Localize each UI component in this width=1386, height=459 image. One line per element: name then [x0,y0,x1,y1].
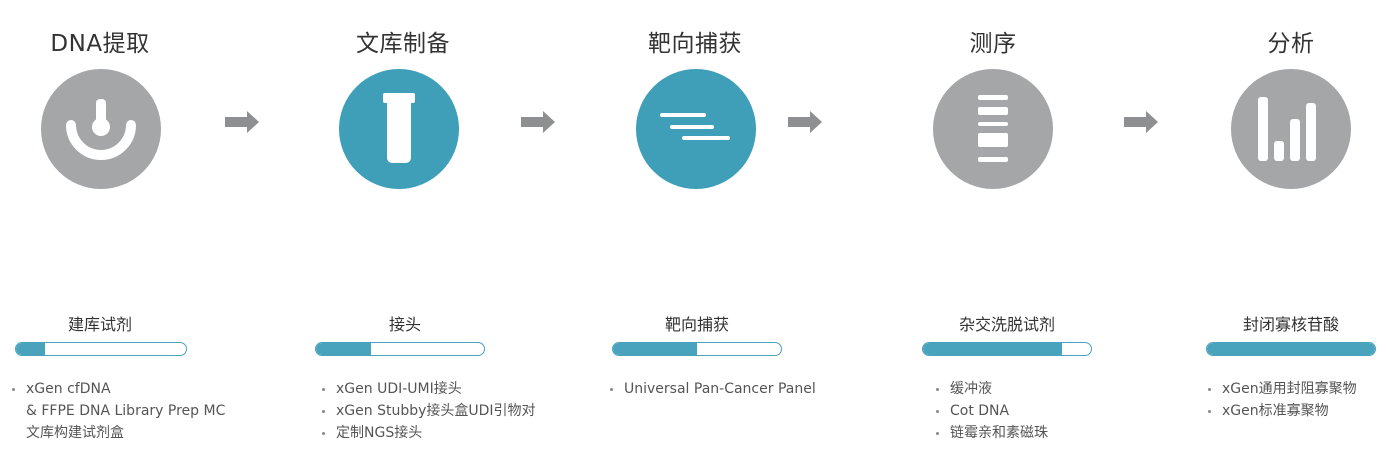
progress-fill [613,343,697,355]
progress-fill [16,343,45,355]
list-item: Cot DNA [932,400,1048,422]
step-title: DNA提取 [50,31,150,57]
tube-circle [339,69,459,189]
progress-fill [316,343,372,355]
product-list-adapters: xGen UDI-UMI接头 xGen Stubby接头盒UDI引物对 定制NG… [318,378,536,444]
product-label-adapters: 接头 [388,315,421,334]
list-item: 链霉亲和素磁珠 [932,422,1048,444]
extraction-icon [66,99,136,160]
step-title: 分析 [1267,31,1315,57]
arrow-right-icon [788,111,822,133]
arrow-right-icon [521,111,555,133]
capture-circle [636,69,756,189]
step-title: 文库制备 [356,31,450,57]
list-item: Universal Pan-Cancer Panel [606,378,816,400]
bar-chart-icon [1258,97,1316,161]
progress-fill [1207,343,1375,355]
list-item: xGen Stubby接头盒UDI引物对 [318,400,536,422]
analysis-circle [1231,69,1351,189]
list-item: 定制NGS接头 [318,422,536,444]
product-list-hyb-wash: 缓冲液 Cot DNA 链霉亲和素磁珠 [932,378,1048,444]
arrow-2 [521,109,557,135]
sequencing-circle [933,69,1053,189]
list-item: & FFPE DNA Library Prep MC [26,403,226,419]
progress-bar [15,342,187,356]
product-list-blocking-oligos: xGen通用封阻寡聚物 xGen标准寡聚物 [1204,378,1357,422]
step-title: 测序 [969,31,1017,57]
progress-fill [923,343,1063,355]
product-list-target-capture: Universal Pan-Cancer Panel [606,378,816,400]
list-item: xGen UDI-UMI接头 [318,378,536,400]
product-label-blocking-oligos: 封闭寡核苷酸 [1242,315,1339,334]
product-label-library-reagents: 建库试剂 [67,315,132,334]
list-item: xGen标准寡聚物 [1204,400,1357,422]
progress-bar [922,342,1092,356]
arrow-1 [225,109,261,135]
arrow-right-icon [225,111,259,133]
step-title: 靶向捕获 [648,31,742,57]
progress-bar [612,342,782,356]
list-item: xGen cfDNA [8,378,225,400]
arrow-4 [1124,109,1160,135]
product-list-library-reagents: xGen cfDNA & FFPE DNA Library Prep MC 文库… [8,378,225,444]
capture-lines-icon [660,113,730,140]
product-label-hyb-wash: 杂交洗脱试剂 [958,315,1055,334]
extraction-circle [41,69,161,189]
sequencing-icon [978,95,1008,162]
progress-bar [1206,342,1376,356]
product-label-target-capture: 靶向捕获 [664,315,729,334]
progress-bar [315,342,485,356]
tube-icon [383,93,415,163]
list-item: 文库构建试剂盒 [26,425,124,441]
arrow-right-icon [1124,111,1158,133]
list-item: 缓冲液 [932,378,1048,400]
arrow-3 [788,109,824,135]
list-item: xGen通用封阻寡聚物 [1204,378,1357,400]
